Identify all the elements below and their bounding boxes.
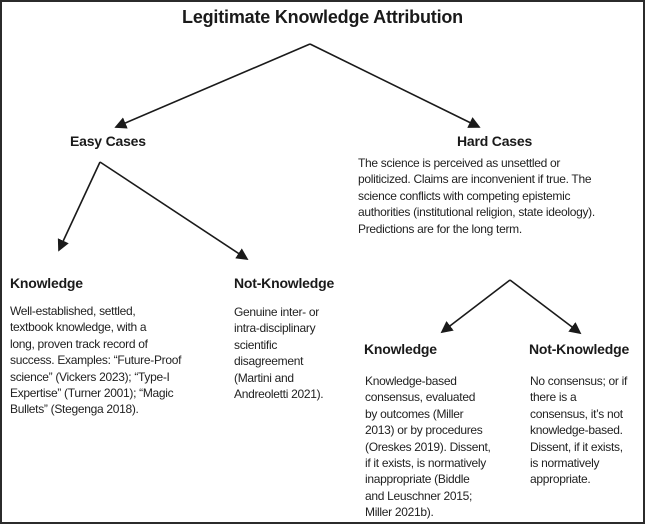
node-hard-knowledge-description: Knowledge-based consensus, evaluated by … — [365, 374, 491, 520]
diagram-title: Legitimate Knowledge Attribution — [182, 7, 463, 27]
node-easy-knowledge-label: Knowledge — [10, 275, 83, 291]
arrow-root-to-easy-cases — [114, 43, 311, 129]
arrow-hard-to-not-knowledge — [509, 279, 582, 335]
node-easy-not-knowledge-description: Genuine inter- or intra-disciplinary sci… — [234, 305, 324, 402]
node-hard-knowledge-label: Knowledge — [364, 341, 437, 357]
arrow-hard-to-knowledge — [440, 279, 511, 334]
node-easy-not-knowledge-label: Not-Knowledge — [234, 275, 335, 291]
node-hard-cases-label: Hard Cases — [457, 133, 533, 149]
node-hard-cases-description: The science is perceived as unsettled or… — [358, 156, 595, 236]
node-easy-knowledge-description: Well-established, settled, textbook know… — [10, 304, 182, 417]
node-easy-cases-label: Easy Cases — [70, 133, 146, 149]
arrow-root-to-hard-cases — [309, 43, 481, 128]
arrow-easy-to-knowledge — [57, 161, 101, 252]
arrow-easy-to-not-knowledge — [99, 161, 249, 260]
node-hard-not-knowledge-description: No consensus; or if there is a consensus… — [530, 374, 628, 487]
node-hard-not-knowledge-label: Not-Knowledge — [529, 341, 630, 357]
